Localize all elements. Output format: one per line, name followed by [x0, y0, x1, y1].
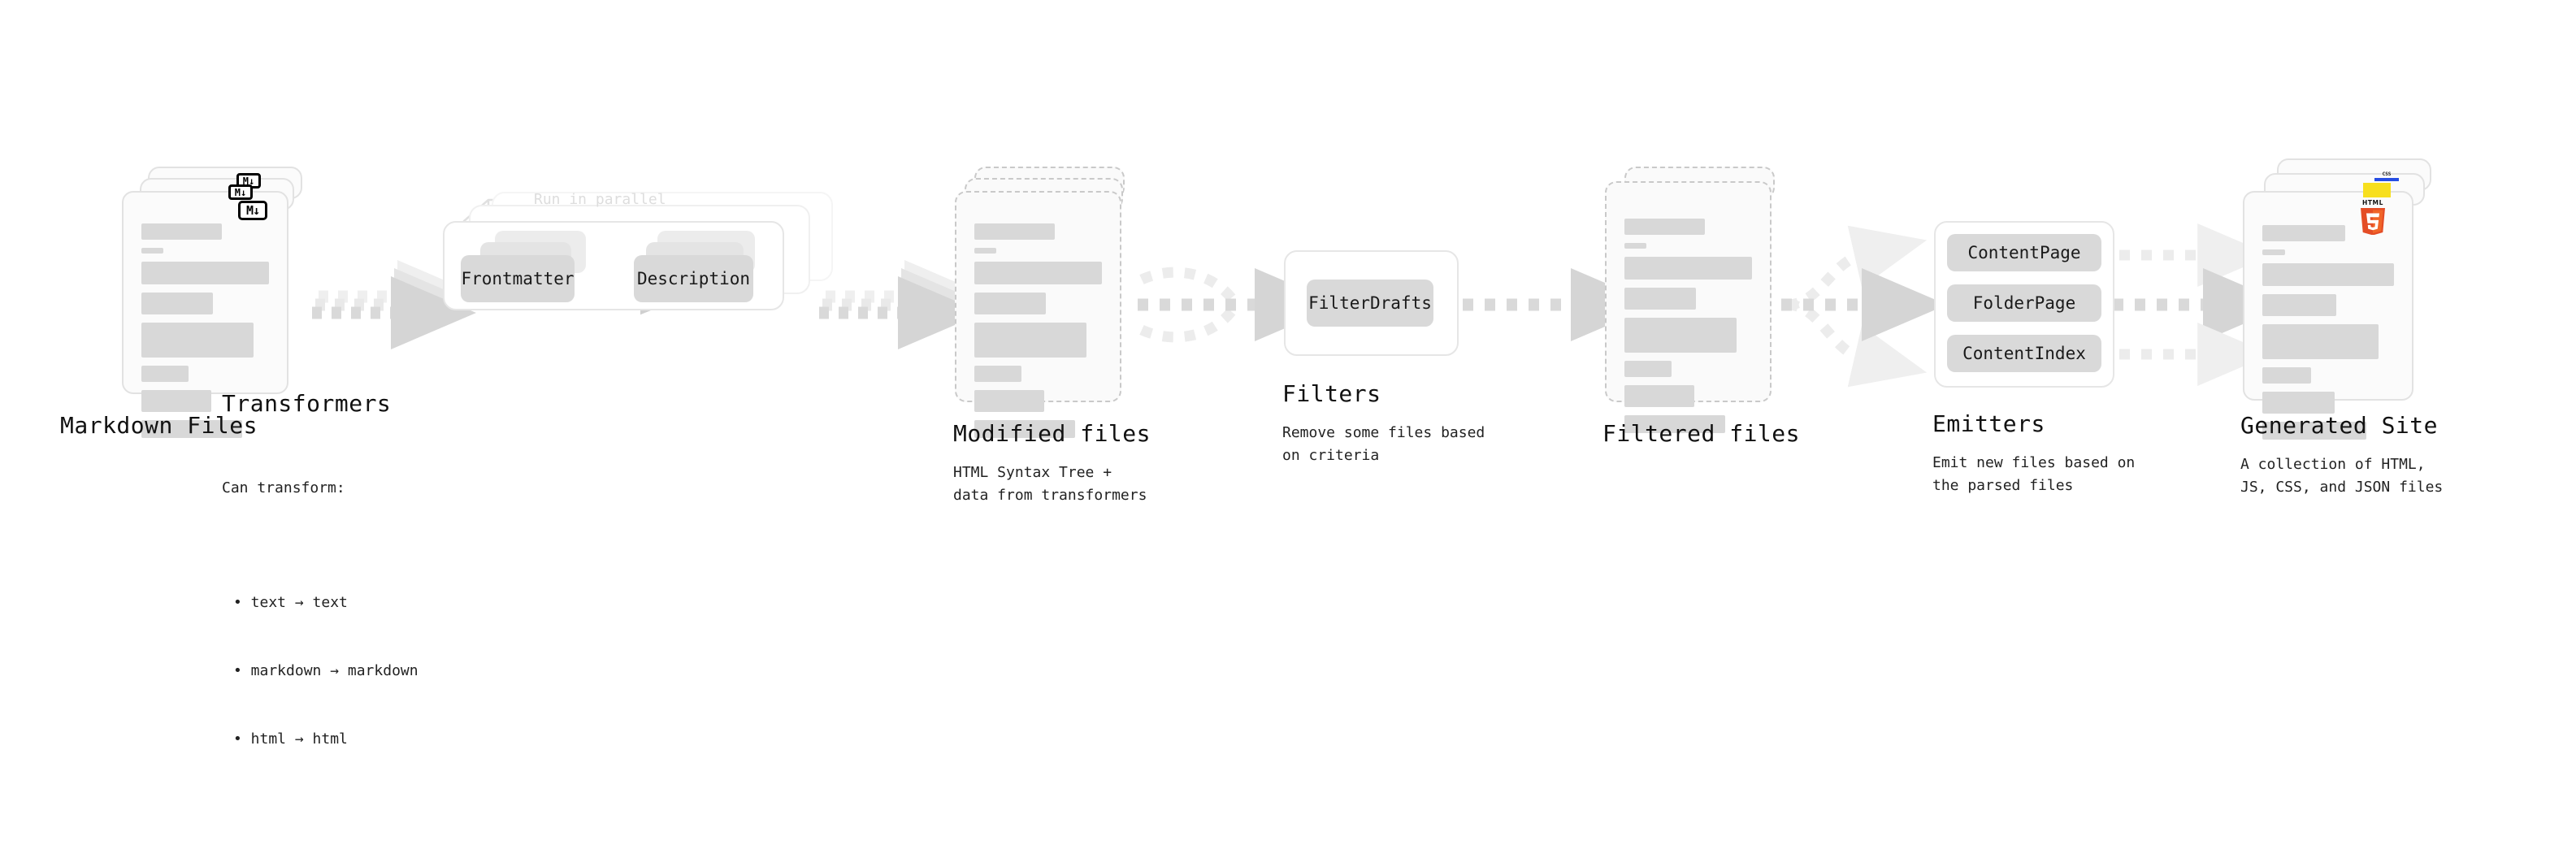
connector-filtered-to-emitters — [1781, 225, 1947, 388]
filtered-doc-content — [1624, 219, 1752, 441]
emitter-chip-contentindex[interactable]: ContentIndex — [1947, 335, 2101, 372]
css-badge: CSS — [2374, 170, 2399, 181]
transformers-bullet-2: • html → html — [233, 730, 348, 748]
stage-markdown-files: M↓ M↓ M↓ Markdown Files — [60, 167, 309, 439]
stage-filters: FilterDrafts Filters Remove some files b… — [1282, 250, 1485, 464]
modified-doc-content — [974, 223, 1102, 446]
stage-subtitle-emitters: Emit new files based on the parsed files — [1932, 454, 2136, 494]
transformers-bullets: • text → text • markdown → markdown • ht… — [222, 546, 418, 795]
generated-doc-stack: CSS HTML — [2243, 158, 2446, 440]
connector-md-to-transformers — [312, 260, 483, 349]
js-badge — [2363, 183, 2391, 197]
filter-chip-filterdrafts[interactable]: FilterDrafts — [1307, 280, 1433, 327]
generated-doc-front — [2243, 191, 2413, 440]
filtered-doc-front — [1605, 181, 1772, 433]
modified-doc-stack — [955, 167, 1142, 438]
svg-text:HTML: HTML — [2362, 199, 2383, 206]
stage-subtitle-filters: Remove some files based on criteria — [1282, 424, 1485, 464]
stage-modified-files: Modified files HTML Syntax Tree + data f… — [953, 167, 1151, 504]
emitter-chip-folderpage[interactable]: FolderPage — [1947, 284, 2101, 322]
transformers-subtitle-lead: Can transform: — [222, 479, 345, 496]
transformers-bullet-0: • text → text — [233, 594, 348, 612]
transformers-group-stack: Frontmatter Description — [443, 192, 833, 310]
stage-subtitle-modified-files: HTML Syntax Tree + data from transformer… — [953, 464, 1147, 504]
stage-title-modified-files: Modified files — [953, 420, 1151, 447]
filters-group: FilterDrafts — [1284, 250, 1463, 356]
stage-subtitle-transformers: Can transform: • text → text • markdown … — [222, 431, 418, 841]
connector-emitters-to-site — [2113, 223, 2288, 386]
stage-filtered-files: Filtered files — [1602, 167, 1800, 447]
stage-title-emitters: Emitters — [1932, 410, 2045, 437]
transformers-bullet-1: • markdown → markdown — [233, 661, 418, 679]
stage-subtitle-generated-site: A collection of HTML, JS, CSS, and JSON … — [2240, 456, 2444, 496]
connector-modified-to-filters — [1138, 267, 1340, 343]
stage-title-markdown-files: Markdown Files — [60, 412, 258, 439]
markdown-doc-front — [122, 191, 288, 438]
run-in-parallel-note: Run in parallel — [534, 191, 666, 208]
filtered-doc-stack — [1605, 167, 1792, 433]
css-badge-label: CSS — [2382, 171, 2392, 177]
generated-doc-content — [2262, 225, 2394, 448]
html5-badge: HTML — [2357, 197, 2389, 236]
connector-transformers-to-modified — [819, 260, 990, 349]
emitters-group: ContentPage FolderPage ContentIndex — [1934, 221, 2121, 388]
transformer-chip-frontmatter[interactable]: Frontmatter — [461, 255, 575, 302]
stage-generated-site: CSS HTML Generated Site A collection of … — [2240, 158, 2446, 496]
modified-doc-front — [955, 191, 1121, 438]
markdown-doc-content — [141, 223, 269, 446]
transformer-chip-description[interactable]: Description — [634, 255, 753, 302]
markdown-badge-back-1: M↓ — [228, 184, 253, 200]
diagram-canvas: M↓ M↓ M↓ Markdown Files Frontmatter Desc… — [60, 158, 2446, 748]
stage-title-filters: Filters — [1282, 380, 1381, 407]
stage-emitters: ContentPage FolderPage ContentIndex Emit… — [1932, 221, 2135, 494]
markdown-doc-stack: M↓ M↓ M↓ — [122, 167, 309, 438]
stage-title-generated-site: Generated Site — [2240, 412, 2439, 439]
stage-title-filtered-files: Filtered files — [1602, 420, 1801, 447]
emitter-chip-contentpage[interactable]: ContentPage — [1947, 234, 2101, 271]
stage-transformers: Frontmatter Description Run in parallel … — [222, 191, 833, 748]
stage-title-transformers: Transformers — [222, 390, 392, 417]
markdown-badge: M↓ — [238, 201, 267, 220]
css-badge-bar — [2374, 178, 2399, 181]
